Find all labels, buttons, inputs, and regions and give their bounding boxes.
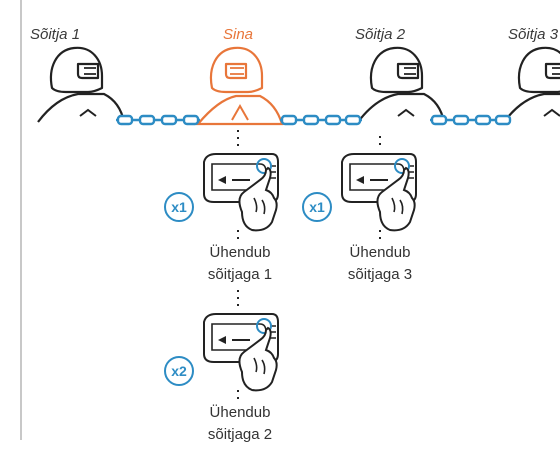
rider-label-you: Sina — [223, 26, 254, 43]
rider-label-1: Sõitja 1 — [30, 26, 81, 43]
chain-you-to-2 — [280, 114, 362, 126]
rider-3-figure — [503, 46, 560, 123]
caption-step-3-line-2: sõitjaga 2 — [207, 426, 273, 443]
caption-step-3: Ühendub sõitjaga 2 — [192, 402, 288, 446]
page-left-border — [20, 0, 22, 440]
rider-you-figure — [195, 46, 284, 126]
dotted-guides — [237, 130, 381, 402]
device-press-step-1 — [203, 153, 279, 232]
device-press-step-2 — [341, 153, 417, 232]
press-badge-step-1: x1 — [164, 192, 194, 222]
rider-label-2: Sõitja 2 — [355, 26, 406, 43]
device-press-step-3 — [203, 313, 279, 392]
caption-step-2: Ühendub sõitjaga 3 — [332, 242, 428, 286]
rider-2-figure — [357, 46, 446, 123]
caption-step-1-line-1: Ühendub — [209, 244, 271, 261]
caption-step-2-line-1: Ühendub — [349, 244, 411, 261]
caption-step-2-line-2: sõitjaga 3 — [347, 266, 413, 283]
caption-step-1-line-2: sõitjaga 1 — [207, 266, 273, 283]
rider-label-3: Sõitja 3 — [508, 26, 559, 43]
press-badge-step-3: x2 — [164, 356, 194, 386]
chain-2-to-3 — [430, 114, 512, 126]
caption-step-3-line-1: Ühendub — [209, 404, 271, 421]
press-badge-step-2: x1 — [302, 192, 332, 222]
chain-1-to-you — [116, 114, 200, 126]
rider-1-figure — [37, 46, 126, 123]
caption-step-1: Ühendub sõitjaga 1 — [192, 242, 288, 286]
